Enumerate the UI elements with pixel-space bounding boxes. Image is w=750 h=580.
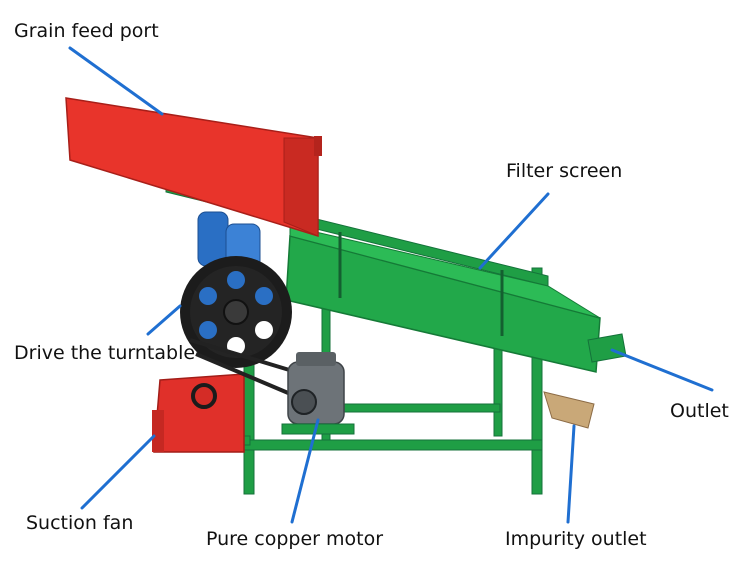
- leader-grain-feed-port: [68, 46, 164, 116]
- leader-impurity-outlet: [566, 424, 576, 524]
- grain-feed-hopper: [65, 97, 322, 238]
- pulley-hole: [255, 321, 273, 339]
- impurity-outlet-chute: [543, 391, 595, 429]
- label-filter-screen: Filter screen: [506, 160, 623, 182]
- leader-pure-copper-motor: [290, 418, 320, 524]
- filter-screen-top: [289, 225, 601, 319]
- motor-top-box: [296, 352, 336, 366]
- label-drive-turntable: Drive the turntable: [14, 342, 196, 364]
- leader-filter-screen: [478, 192, 550, 270]
- label-suction-fan: Suction fan: [26, 512, 134, 534]
- leader-lines: [68, 46, 714, 524]
- suction-fan-inlet: [152, 410, 164, 452]
- frame-base-bar: [243, 439, 543, 451]
- pulley-hole: [255, 287, 273, 305]
- leader-suction-fan: [80, 434, 156, 510]
- frame-leg-front-right: [531, 267, 543, 495]
- hopper-spout: [314, 136, 322, 156]
- pulley-hub: [223, 299, 249, 325]
- hopper-main: [65, 97, 319, 238]
- label-grain-feed-port: Grain feed port: [14, 20, 159, 42]
- pulley-hole: [199, 321, 217, 339]
- leader-drive-turntable: [146, 304, 182, 336]
- pulley-hole: [199, 287, 217, 305]
- label-outlet: Outlet: [670, 400, 729, 422]
- frame-cross-bar-upper: [321, 403, 501, 413]
- drive-turntable-wheel: [180, 256, 292, 368]
- drive-belt: [189, 338, 301, 400]
- motor-pulley: [291, 389, 317, 415]
- suction-fan-hub: [191, 383, 217, 409]
- hopper-front: [283, 137, 319, 237]
- label-pure-copper-motor: Pure copper motor: [206, 528, 384, 550]
- leader-outlet: [610, 348, 714, 392]
- label-impurity-outlet: Impurity outlet: [505, 528, 647, 550]
- pulley-hole: [227, 271, 245, 289]
- suction-fan-body: [152, 373, 245, 453]
